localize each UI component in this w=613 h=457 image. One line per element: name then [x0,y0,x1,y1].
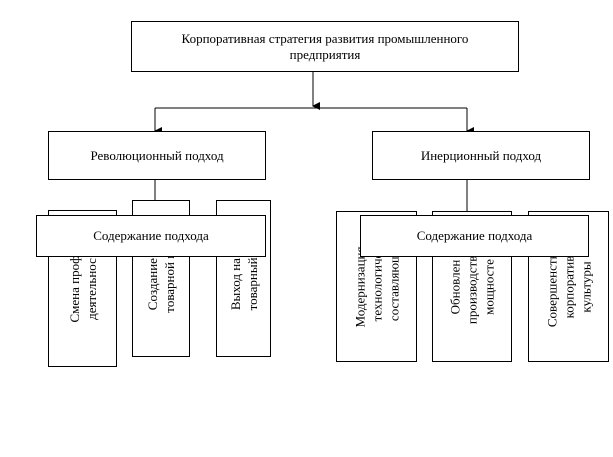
right-content-box: Содержание подхода [360,215,589,257]
inertial-approach-label: Инерционный подход [420,147,542,163]
left-content-box: Содержание подхода [36,215,266,257]
left-item-text-1: Смена проф деятельнос [66,254,99,323]
revolutionary-approach-box: Революционный подход [48,131,266,180]
right-content-label: Содержание подхода [416,228,533,243]
right-item-text-1: Модернизация технологиче составляющ [352,246,401,327]
strategy-title-box: Корпоративная стратегия развития промышл… [131,21,519,72]
strategy-title-line2: предприятия [289,46,361,62]
strategy-title-line1: Корпоративная стратегия развития промышл… [181,30,469,46]
right-item-text-2: Обновлен производстве мощносте [447,249,497,324]
revolutionary-approach-label: Революционный подход [90,147,224,163]
left-content-label: Содержание подхода [93,228,209,243]
right-item-text-3: Совершенство корпоратив культуры [544,246,593,327]
inertial-approach-box: Инерционный подход [372,131,590,180]
